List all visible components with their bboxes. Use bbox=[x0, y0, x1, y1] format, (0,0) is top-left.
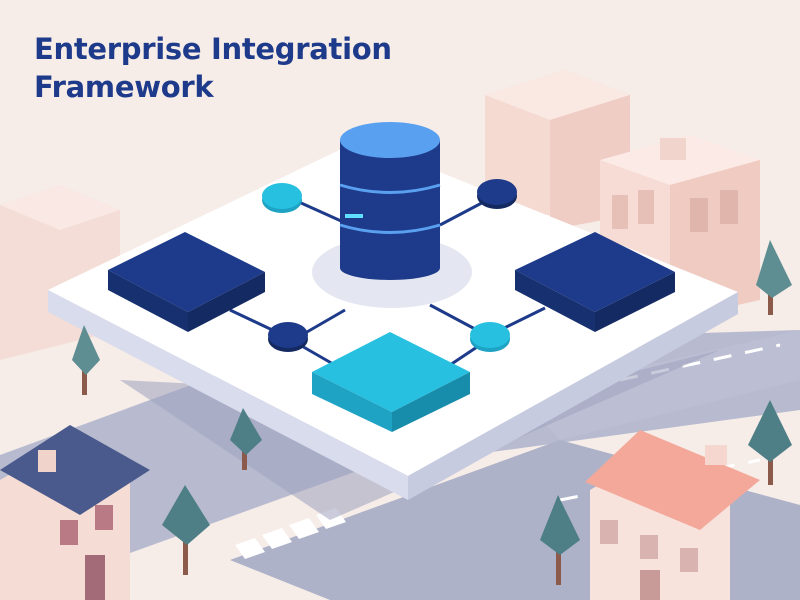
page-title: Enterprise Integration Framework bbox=[34, 30, 454, 106]
tree-icon bbox=[748, 400, 792, 485]
tree-icon bbox=[540, 495, 580, 585]
connector-node-icon bbox=[477, 179, 517, 209]
connector-node-icon bbox=[262, 183, 302, 213]
connector-node-icon bbox=[470, 322, 510, 352]
integration-platform bbox=[48, 140, 738, 500]
navy-block-left-icon bbox=[108, 232, 265, 332]
tree-icon bbox=[230, 408, 262, 470]
house-right bbox=[585, 430, 760, 600]
connector-nodes bbox=[262, 179, 517, 352]
database-cylinder-icon bbox=[339, 122, 441, 280]
tree-icon bbox=[162, 485, 210, 575]
house-left bbox=[0, 425, 150, 600]
cyan-block-icon bbox=[312, 332, 470, 432]
title-line-1: Enterprise Integration bbox=[34, 32, 392, 66]
connector-node-icon bbox=[268, 322, 308, 352]
tree-icon bbox=[72, 325, 100, 395]
tree-icon bbox=[756, 240, 792, 315]
title-line-2: Framework bbox=[34, 70, 214, 104]
navy-block-right-icon bbox=[515, 232, 675, 332]
